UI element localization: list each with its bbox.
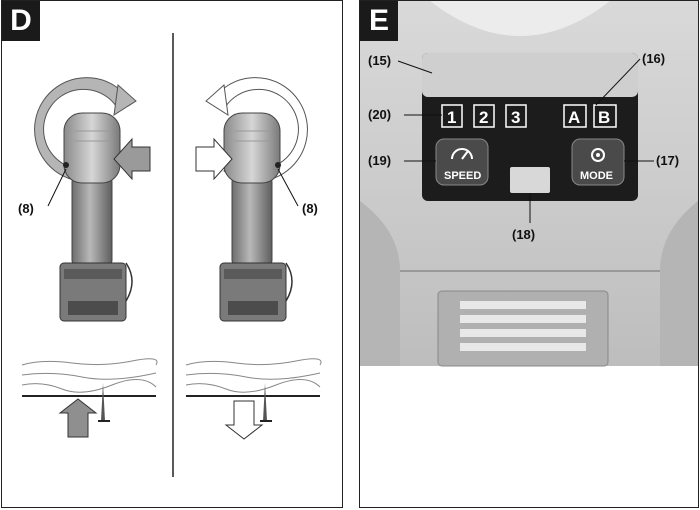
panel-letter-e: E [360,1,398,41]
panel-d-illustration: (8) [18,33,322,477]
mode-key-b [593,104,617,128]
left-drill-figure: (8) [18,77,158,438]
panel-letter-d: D [2,1,40,41]
speed-button-19 [435,138,489,186]
speedometer-icon [451,148,473,160]
mode-key-b-label: B [598,108,610,127]
callout-16: (16) [642,51,665,66]
screw-out-arrow [224,400,264,440]
speed-key-3 [505,104,527,128]
speed-key-1 [441,104,463,128]
label-8-left: (8) [18,201,34,216]
panel-e-illustration: 1 2 3 A B SPEED MODE (15) (20) (19) (16)… [360,1,698,367]
display-15 [422,53,638,97]
push-direction-arrow [113,137,151,181]
speed-key-3-label: 3 [511,108,520,127]
callout-17: (17) [656,153,679,168]
speed-key-1-label: 1 [447,108,456,127]
led-indicator-18 [510,167,550,193]
speed-button-label: SPEED [444,170,481,182]
figure-panel-e: E 1 2 3 A B [359,0,699,508]
direction-switch-8 [63,162,69,168]
pull-direction-arrow [195,137,233,181]
callout-19: (19) [368,153,391,168]
screw-in-arrow [58,398,98,438]
right-drill-figure: (8) [185,77,322,440]
speed-key-2-label: 2 [479,108,488,127]
callout-20: (20) [368,107,391,122]
speed-key-2 [473,104,495,128]
rotation-arrowhead [113,84,137,116]
label-8-right: (8) [302,201,318,216]
callout-15: (15) [368,53,391,68]
direction-switch-8 [275,162,281,168]
figure-panel-d: D [1,0,343,508]
housing-top-curve [430,1,610,36]
mode-key-a-label: A [568,108,580,127]
mode-button-label: MODE [580,170,613,182]
gear-icon [591,148,605,162]
callout-18: (18) [512,227,535,242]
mode-key-a [563,104,587,128]
